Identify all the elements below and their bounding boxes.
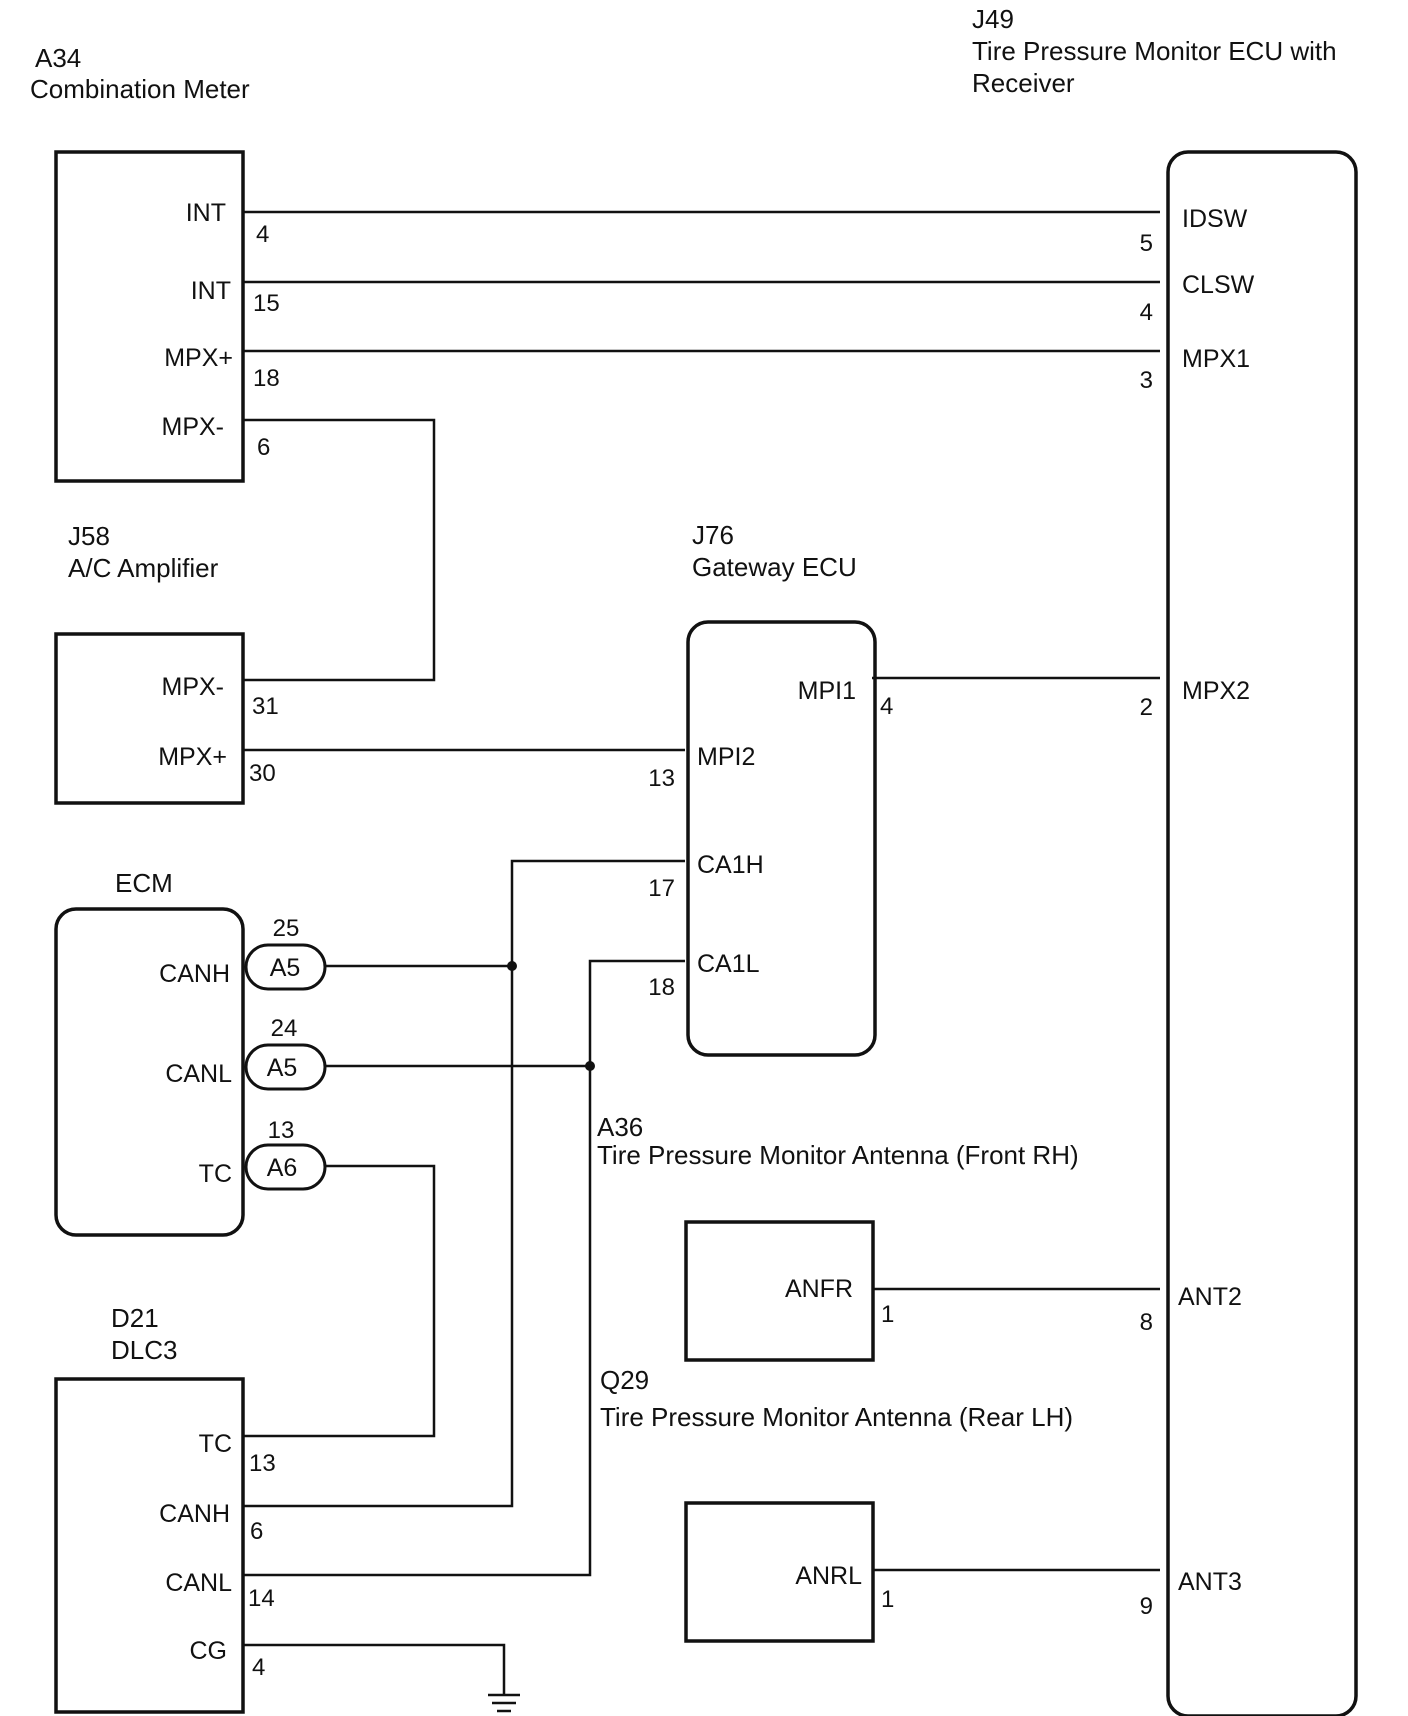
component-name: Combination Meter — [30, 74, 250, 104]
component-box — [1166, 150, 1358, 1716]
pin-number: 18 — [253, 365, 280, 392]
pin-label: MPX2 — [1182, 677, 1250, 705]
pin-label: ANT2 — [1178, 1283, 1242, 1311]
component-j58: J58 A/C Amplifier MPX- MPX+ 31 30 — [54, 521, 279, 805]
component-a36: A36 Tire Pressure Monitor Antenna (Front… — [597, 1112, 1079, 1362]
pin-number: 9 — [1140, 1593, 1153, 1620]
pin-label: CANL — [165, 1569, 232, 1597]
component-box — [54, 632, 245, 805]
pin-number: 1 — [881, 1301, 894, 1328]
wire-canh — [243, 859, 685, 1508]
connector-label: A6 — [267, 1154, 298, 1182]
component-box — [684, 1220, 875, 1362]
wire-canl — [243, 959, 685, 1577]
pin-number: 3 — [1140, 367, 1153, 394]
connector-a5-canh — [244, 943, 327, 991]
connector-label: A5 — [270, 954, 301, 982]
component-box — [54, 907, 245, 1237]
pin-number: 14 — [248, 1585, 275, 1612]
component-name: DLC3 — [111, 1335, 177, 1365]
pin-number: 4 — [880, 693, 893, 720]
connector-a5-canl — [244, 1043, 327, 1091]
wires — [243, 210, 1160, 1695]
pin-label: CANH — [159, 1500, 230, 1528]
component-name: Tire Pressure Monitor Antenna (Front RH) — [597, 1140, 1079, 1170]
splice-canl — [585, 1061, 595, 1071]
wire-mpx-minus — [243, 418, 436, 682]
wire-cg — [243, 1643, 506, 1695]
component-name: ECM — [115, 868, 173, 898]
pin-label: INT — [191, 277, 231, 305]
pin-label: TC — [199, 1160, 232, 1188]
pin-number: 18 — [648, 974, 675, 1001]
pin-label: CLSW — [1182, 271, 1255, 299]
pin-label: CA1H — [697, 851, 764, 879]
pin-label: MPX+ — [164, 344, 233, 372]
pin-label: MPX- — [162, 413, 225, 441]
component-j76: J76 Gateway ECU MPI1 MPI2 CA1H CA1L 4 13… — [648, 520, 893, 1057]
pin-number: 2 — [1140, 694, 1153, 721]
pin-number: 31 — [252, 693, 279, 720]
pin-number: 4 — [1140, 299, 1153, 326]
pin-label: MPX- — [162, 673, 225, 701]
pin-number: 8 — [1140, 1309, 1153, 1336]
component-code: J58 — [68, 521, 110, 551]
wire-tc — [243, 1164, 436, 1438]
component-code: D21 — [111, 1303, 159, 1333]
component-q29: Q29 Tire Pressure Monitor Antenna (Rear … — [600, 1365, 1073, 1643]
component-code: A34 — [35, 43, 81, 73]
component-ecm: ECM CANH CANL TC A5 A5 A6 25 24 13 — [54, 868, 327, 1237]
pin-number: 17 — [648, 875, 675, 902]
component-code: Q29 — [600, 1365, 649, 1395]
component-box — [54, 150, 245, 483]
pin-label: ANFR — [785, 1275, 853, 1303]
pin-number: 4 — [252, 1654, 265, 1681]
connector-a6-tc — [244, 1143, 327, 1191]
pin-number: 6 — [250, 1518, 263, 1545]
component-code: A36 — [597, 1112, 643, 1142]
pin-label: MPX1 — [1182, 345, 1250, 373]
pin-label: MPX+ — [158, 743, 227, 771]
pin-label: MPI2 — [697, 743, 755, 771]
pin-label: TC — [199, 1430, 232, 1458]
pin-number: 1 — [881, 1586, 894, 1613]
component-name: Tire Pressure Monitor Antenna (Rear LH) — [600, 1402, 1073, 1432]
ground-icon — [488, 1693, 520, 1713]
pin-number: 15 — [253, 290, 280, 317]
pin-number: 24 — [271, 1015, 298, 1042]
pin-label: ANT3 — [1178, 1568, 1242, 1596]
connector-label: A5 — [267, 1054, 298, 1082]
component-code: J76 — [692, 520, 734, 550]
component-j49: J49 Tire Pressure Monitor ECU with Recei… — [972, 4, 1358, 1716]
pin-number: 5 — [1140, 230, 1153, 257]
component-box — [684, 1501, 875, 1643]
component-name: Gateway ECU — [692, 552, 857, 582]
component-name: Tire Pressure Monitor ECU with — [972, 36, 1337, 66]
pin-label: CANL — [165, 1060, 232, 1088]
pin-number: 30 — [249, 760, 276, 787]
component-code: J49 — [972, 4, 1014, 34]
pin-label: CG — [190, 1637, 228, 1665]
pin-label: CANH — [159, 960, 230, 988]
pin-label: CA1L — [697, 950, 760, 978]
pin-label: ANRL — [795, 1562, 862, 1590]
pin-label: MPI1 — [798, 677, 856, 705]
component-box — [686, 620, 877, 1057]
splice-canh — [507, 961, 517, 971]
pin-number: 4 — [256, 221, 269, 248]
pin-label: INT — [186, 199, 226, 227]
pin-number: 13 — [249, 1450, 276, 1477]
component-a34: A34 Combination Meter INT INT MPX+ MPX- … — [30, 43, 280, 483]
pin-label: IDSW — [1182, 205, 1248, 233]
component-name: Receiver — [972, 68, 1075, 98]
pin-number: 25 — [273, 915, 300, 942]
component-d21: D21 DLC3 TC CANH CANL CG 13 6 14 4 — [54, 1303, 276, 1714]
pin-number: 6 — [257, 434, 270, 461]
pin-number: 13 — [268, 1117, 295, 1144]
component-name: A/C Amplifier — [68, 553, 219, 583]
component-box — [54, 1377, 245, 1714]
pin-number: 13 — [648, 765, 675, 792]
